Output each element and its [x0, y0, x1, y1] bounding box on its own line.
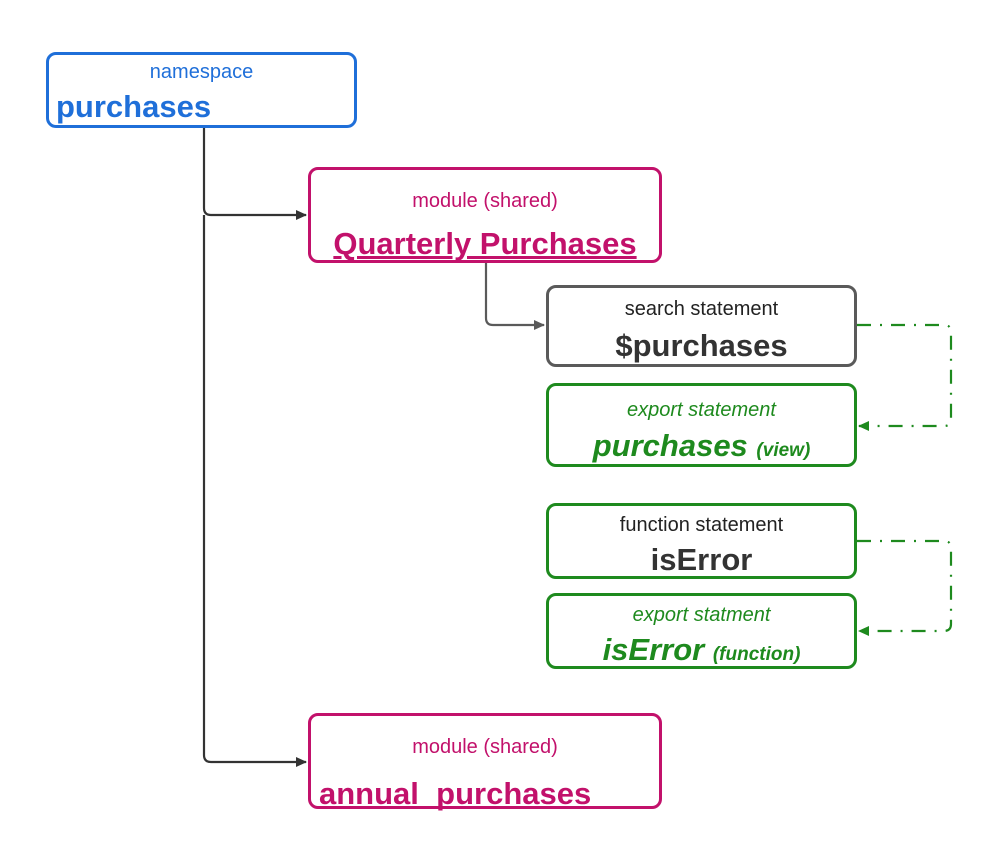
module-quarterly-kind-label: module (shared) — [412, 190, 558, 212]
namespace-node[interactable]: namespace purchases — [46, 52, 357, 128]
export-function-title: isError (function) — [549, 632, 854, 668]
edge-function-to-export-function — [857, 539, 953, 636]
function-kind-label: function statement — [619, 514, 784, 536]
function-name: isError — [650, 542, 753, 577]
namespace-kind-label: namespace — [149, 61, 254, 83]
module-quarterly-name: Quarterly Purchases — [333, 226, 637, 261]
export-view-node[interactable]: export statement purchases (view) — [546, 383, 857, 467]
export-view-title: purchases (view) — [549, 428, 854, 464]
export-function-suffix: (function) — [712, 644, 801, 665]
edge-search-to-export-view — [857, 323, 953, 431]
export-function-name: isError — [602, 632, 705, 667]
module-quarterly-node[interactable]: module (shared) Quarterly Purchases — [308, 167, 662, 263]
export-function-kind-label: export statment — [632, 604, 771, 626]
module-annual-kind-label: module (shared) — [412, 736, 558, 758]
export-view-kind-label: export statement — [627, 399, 776, 421]
edge-namespace-to-annual — [202, 215, 307, 767]
module-annual-name: annual_purchases — [319, 776, 592, 811]
edge-namespace-to-quarterly — [202, 128, 307, 220]
export-view-suffix: (view) — [756, 440, 811, 461]
edge-quarterly-to-search — [484, 263, 545, 330]
export-view-name: purchases — [592, 428, 748, 463]
search-kind-label: search statement — [624, 298, 779, 320]
namespace-name: purchases — [56, 89, 212, 124]
module-annual-node[interactable]: module (shared) annual_purchases — [308, 713, 662, 811]
function-statement-node[interactable]: function statement isError — [546, 503, 857, 579]
search-statement-node[interactable]: search statement $purchases — [546, 285, 857, 367]
export-function-node[interactable]: export statment isError (function) — [546, 593, 857, 669]
search-name: $purchases — [615, 328, 788, 363]
